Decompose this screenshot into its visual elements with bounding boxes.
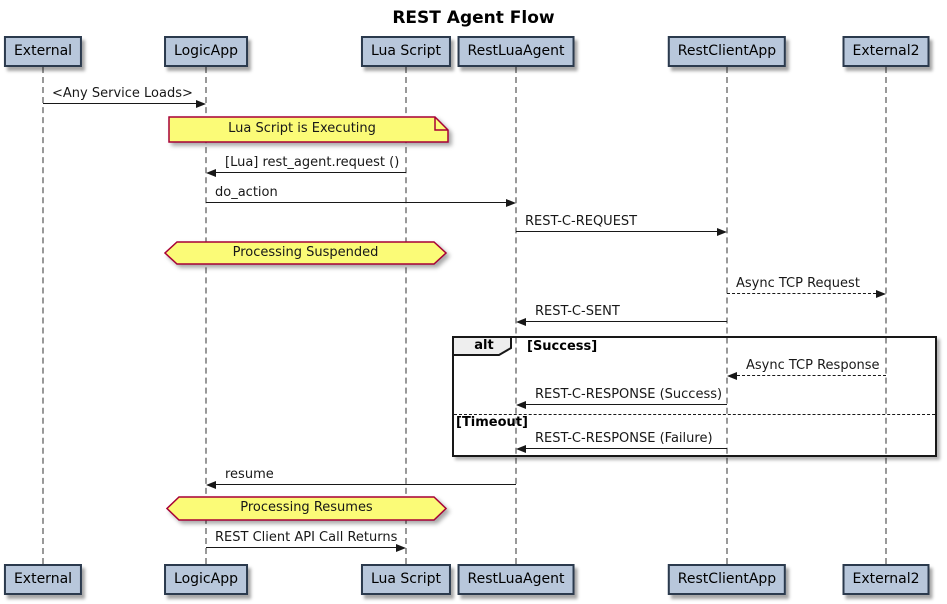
message-line-rest-c-request [516, 231, 717, 232]
note-lua-script-executing: Lua Script is Executing [168, 116, 449, 143]
alt-frame-operator: alt [474, 338, 494, 353]
lifeline-lua-script [405, 67, 407, 564]
message-line--lua-rest-agent-request- [216, 172, 406, 173]
lifeline-external2 [885, 67, 887, 564]
note-shape-icon [168, 116, 449, 143]
participant-restclientapp-bottom: RestClientApp [667, 564, 787, 595]
alt-frame: alt [Success] [Timeout] [452, 336, 937, 457]
message-line-async-tcp-response [737, 375, 886, 376]
hnote-text: Processing Resumes [240, 500, 373, 515]
arrowhead-right-icon [396, 544, 406, 552]
hnote-processing-resumes: Processing Resumes [166, 496, 448, 521]
lifeline-restclientapp [726, 67, 728, 564]
message-line-do-action [206, 202, 506, 203]
alt-guard-success: [Success] [527, 339, 598, 354]
participant-restclientapp-top: RestClientApp [667, 36, 787, 67]
arrowhead-right-icon [876, 290, 886, 298]
message-label-async-tcp-request: Async TCP Request [736, 276, 860, 291]
arrowhead-left-icon [516, 401, 526, 409]
arrowhead-right-icon [506, 199, 516, 207]
alt-frame-divider [454, 414, 935, 415]
message-line-rest-c-sent [526, 321, 727, 322]
message-label-rest-c-response-failure-: REST-C-RESPONSE (Failure) [535, 431, 713, 446]
alt-frame-tab-icon [452, 336, 512, 356]
hnote-shape-icon [166, 496, 448, 521]
diagram-title: REST Agent Flow [392, 8, 555, 28]
message-label-rest-c-sent: REST-C-SENT [535, 304, 620, 319]
lifeline-external [42, 67, 44, 564]
message-line-async-tcp-request [727, 293, 876, 294]
participant-lua-script-bottom: Lua Script [360, 564, 452, 595]
hnote-text: Processing Suspended [232, 245, 379, 260]
participant-external-bottom: External [3, 564, 83, 595]
participant-restluaagent-top: RestLuaAgent [457, 36, 575, 67]
message-line-rest-client-api-call-returns [206, 547, 396, 548]
message-line-resume [216, 484, 516, 485]
alt-guard-timeout: [Timeout] [456, 415, 528, 430]
participant-external2-top: External2 [842, 36, 930, 67]
arrowhead-right-icon [196, 100, 206, 108]
participant-restluaagent-bottom: RestLuaAgent [457, 564, 575, 595]
hnote-processing-suspended: Processing Suspended [164, 241, 448, 265]
participant-external2-bottom: External2 [842, 564, 930, 595]
message-label-do-action: do_action [215, 185, 278, 200]
participant-lua-script-top: Lua Script [360, 36, 452, 67]
message-label-rest-client-api-call-returns: REST Client API Call Returns [215, 530, 398, 545]
note-text: Lua Script is Executing [228, 121, 376, 136]
arrowhead-left-icon [516, 445, 526, 453]
message-label-resume: resume [225, 467, 274, 482]
lifeline-logicapp [205, 67, 207, 564]
arrowhead-left-icon [206, 169, 216, 177]
lifeline-restluaagent [515, 67, 517, 564]
arrowhead-left-icon [727, 372, 737, 380]
arrowhead-left-icon [516, 318, 526, 326]
arrowhead-left-icon [206, 481, 216, 489]
message-label--any-service-loads-: <Any Service Loads> [52, 86, 193, 101]
message-label-rest-c-request: REST-C-REQUEST [525, 214, 638, 229]
message-label--lua-rest-agent-request-: [Lua] rest_agent.request () [225, 155, 400, 170]
message-label-async-tcp-response: Async TCP Response [746, 358, 880, 373]
participant-logicapp-bottom: LogicApp [164, 564, 248, 595]
message-line-rest-c-response-failure- [526, 448, 727, 449]
hnote-shape-icon [164, 241, 448, 265]
message-line--any-service-loads- [43, 103, 196, 104]
message-label-rest-c-response-success-: REST-C-RESPONSE (Success) [535, 387, 723, 402]
message-line-rest-c-response-success- [526, 404, 727, 405]
participant-external-top: External [3, 36, 83, 67]
participant-logicapp-top: LogicApp [164, 36, 248, 67]
arrowhead-right-icon [717, 228, 727, 236]
